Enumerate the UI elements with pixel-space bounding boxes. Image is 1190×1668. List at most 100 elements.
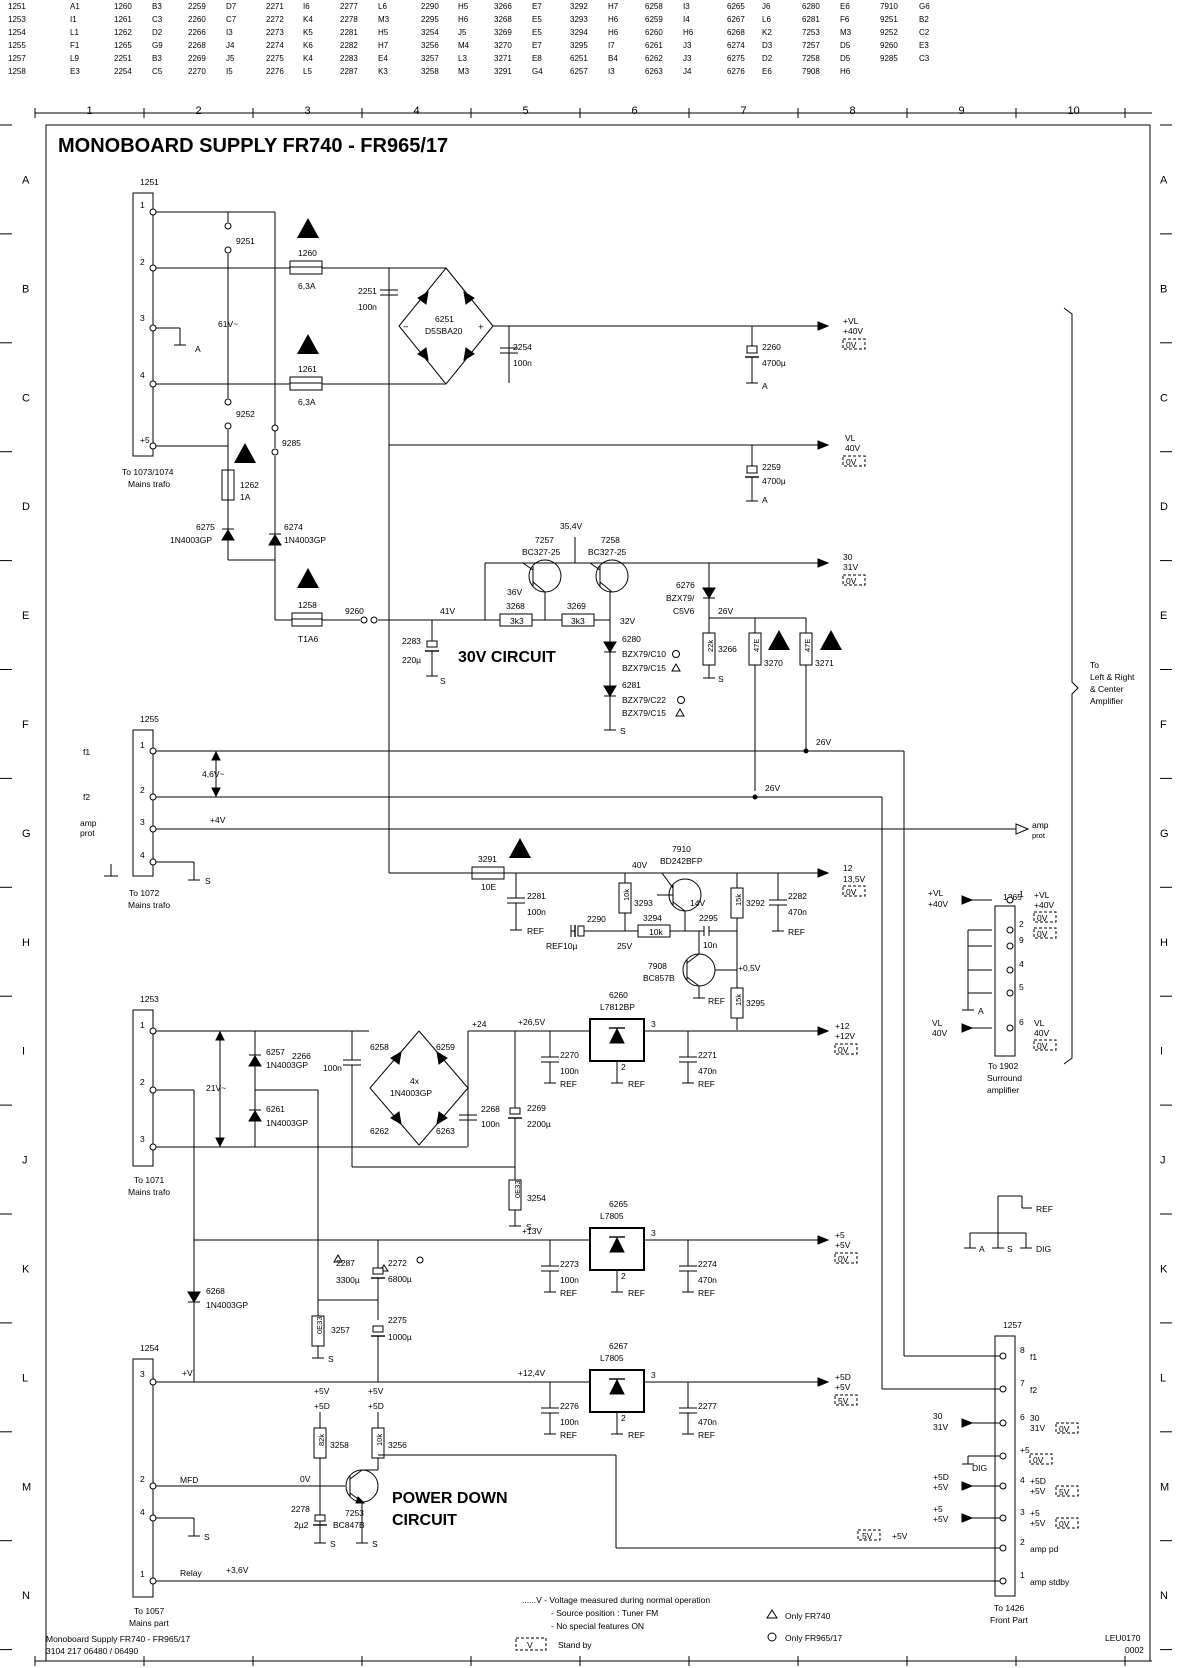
connector-1254-power-down: 1254 3 2 4 1 +V To 1057 Mains part MFD S…: [129, 1343, 1000, 1628]
svg-text:26V: 26V: [718, 606, 733, 616]
index-cell: D2: [762, 54, 773, 63]
svg-text:3: 3: [651, 1019, 656, 1029]
svg-text:2266: 2266: [292, 1051, 311, 1061]
row-label: I: [1160, 1046, 1163, 1058]
svg-text:Relay: Relay: [180, 1568, 202, 1578]
legend-line-3: - No special features ON: [551, 1621, 644, 1631]
index-cell: 6267: [727, 15, 745, 24]
svg-text:9285: 9285: [282, 438, 301, 448]
index-cell: L9: [70, 54, 79, 63]
index-cell: L3: [458, 54, 467, 63]
column-label: 7: [741, 105, 747, 117]
legend-standby: Stand by: [558, 1640, 592, 1650]
svg-text:6276: 6276: [676, 580, 695, 590]
index-cell: 7908: [802, 67, 820, 76]
svg-text:3254: 3254: [527, 1193, 546, 1203]
svg-text:BZX79/C15: BZX79/C15: [622, 708, 666, 718]
svg-text:+5D: +5D: [933, 1472, 949, 1482]
pin-number: 6: [1020, 1412, 1025, 1422]
index-cell: H6: [608, 15, 619, 24]
svg-text:0V: 0V: [1033, 1455, 1044, 1465]
svg-text:+5V: +5V: [892, 1531, 908, 1541]
column-label: 6: [632, 105, 638, 117]
row-label: A: [1160, 174, 1168, 186]
svg-text:4: 4: [140, 370, 145, 380]
row-label: B: [1160, 283, 1167, 295]
index-cell: D2: [152, 28, 163, 37]
index-cell: 9285: [880, 54, 898, 63]
svg-text:amp pd: amp pd: [1030, 1544, 1059, 1554]
index-cell: E5: [532, 28, 542, 37]
svg-text:1265: 1265: [1003, 892, 1022, 902]
svg-text:30V CIRCUIT: 30V CIRCUIT: [458, 649, 556, 666]
svg-text:2: 2: [140, 1474, 145, 1484]
svg-text:6251: 6251: [435, 314, 454, 324]
warning-icon: [820, 630, 842, 650]
index-cell: 6265: [727, 2, 745, 11]
svg-text:Left & Right: Left & Right: [1090, 672, 1135, 682]
warning-mark: !: [777, 639, 780, 650]
svg-text:2282: 2282: [788, 891, 807, 901]
voltage-regulators: +26,5V6260L7812BP32REF2270100nREF2271470…: [518, 990, 858, 1440]
svg-text:6262: 6262: [370, 1126, 389, 1136]
index-cell: 1257: [8, 54, 26, 63]
svg-text:+VL: +VL: [928, 888, 944, 898]
column-label: 2: [196, 105, 202, 117]
svg-text:To 1072: To 1072: [129, 888, 160, 898]
svg-text:3256: 3256: [388, 1440, 407, 1450]
svg-text:2: 2: [140, 785, 145, 795]
row-label: G: [1160, 828, 1169, 840]
svg-text:+5V: +5V: [933, 1482, 949, 1492]
index-cell: 2266: [188, 28, 206, 37]
index-cell: H6: [608, 28, 619, 37]
output-label: +5V: [835, 1240, 851, 1250]
svg-text:Mains trafo: Mains trafo: [128, 479, 170, 489]
pin-number: 7: [1020, 1378, 1025, 1388]
svg-text:prot: prot: [80, 828, 95, 838]
svg-text:Mains trafo: Mains trafo: [128, 900, 170, 910]
footer: Monoboard Supply FR740 - FR965/17 3104 2…: [46, 1633, 1144, 1656]
warning-icon: [297, 218, 319, 238]
regulator-type: L7805: [600, 1353, 624, 1363]
svg-text:100n: 100n: [358, 302, 377, 312]
index-cell: L1: [70, 28, 79, 37]
column-label: 10: [1068, 105, 1080, 117]
page-title: MONOBOARD SUPPLY FR740 - FR965/17: [58, 135, 448, 157]
svg-text:22k: 22k: [706, 640, 715, 652]
svg-text:0V: 0V: [1037, 913, 1048, 923]
svg-text:+5: +5: [933, 1504, 943, 1514]
output-label: +12V: [835, 1031, 855, 1041]
row-label: D: [22, 501, 30, 513]
index-cell: E3: [70, 67, 80, 76]
svg-text:2200µ: 2200µ: [527, 1119, 551, 1129]
index-cell: L5: [303, 67, 312, 76]
svg-text:470n: 470n: [698, 1275, 717, 1285]
svg-text:0V: 0V: [846, 576, 857, 586]
svg-text:REF: REF: [628, 1288, 645, 1298]
index-cell: I3: [608, 67, 615, 76]
warning-mark: !: [243, 452, 246, 463]
index-cell: 2259: [188, 2, 206, 11]
svg-text:1255: 1255: [140, 714, 159, 724]
svg-text:+3,6V: +3,6V: [226, 1565, 249, 1575]
index-cell: M3: [840, 28, 852, 37]
svg-text:+5V: +5V: [314, 1386, 330, 1396]
svg-text:35,4V: 35,4V: [560, 521, 583, 531]
svg-text:f2: f2: [1030, 1385, 1037, 1395]
svg-text:6275: 6275: [196, 522, 215, 532]
svg-text:31V: 31V: [843, 562, 858, 572]
row-label: H: [22, 937, 30, 949]
row-label: E: [1160, 610, 1167, 622]
column-label: 8: [850, 105, 856, 117]
svg-text:6,3A: 6,3A: [298, 281, 316, 291]
svg-text:40V: 40V: [845, 443, 860, 453]
pin-number: 5: [1019, 982, 1024, 992]
index-cell: 2295: [421, 15, 439, 24]
svg-text:7910: 7910: [672, 844, 691, 854]
footer-partno: 3104 217 06480 / 06490: [46, 1646, 138, 1656]
svg-text:+5D: +5D: [314, 1401, 330, 1411]
svg-text:1257: 1257: [1003, 1320, 1022, 1330]
svg-text:+4V: +4V: [210, 815, 226, 825]
index-cell: 9252: [880, 28, 898, 37]
